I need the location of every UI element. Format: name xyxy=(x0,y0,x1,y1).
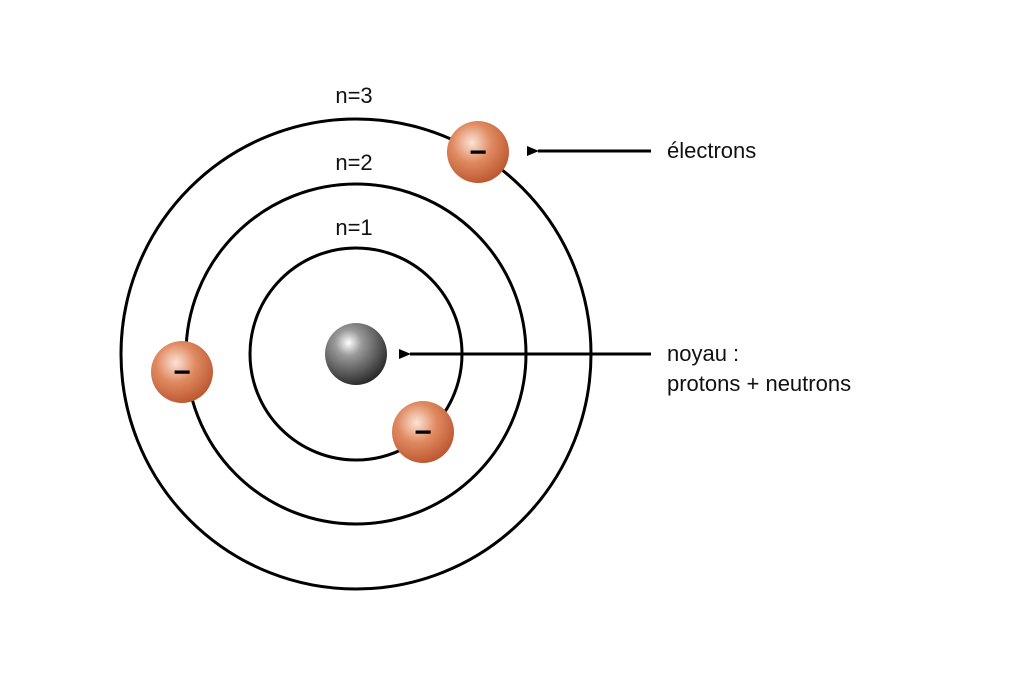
electron-minus: − xyxy=(469,136,487,169)
electron-sphere xyxy=(392,401,454,463)
nucleus-label-line2: protons + neutrons xyxy=(667,371,851,396)
shell-label-n2: n=2 xyxy=(335,150,372,175)
nucleus-label-line1: noyau : xyxy=(667,341,739,366)
shell-label-n1: n=1 xyxy=(335,215,372,240)
electrons-label: électrons xyxy=(667,138,756,163)
nucleus xyxy=(325,323,387,385)
electron-n2: − xyxy=(151,341,213,403)
shell-label-n3: n=3 xyxy=(335,83,372,108)
electron-sphere xyxy=(447,121,509,183)
electron-minus: − xyxy=(414,416,432,449)
electron-n1: − xyxy=(392,401,454,463)
electron-minus: − xyxy=(173,356,191,389)
electron-sphere xyxy=(151,341,213,403)
nucleus-sphere xyxy=(325,323,387,385)
electron-n3: − xyxy=(447,121,509,183)
